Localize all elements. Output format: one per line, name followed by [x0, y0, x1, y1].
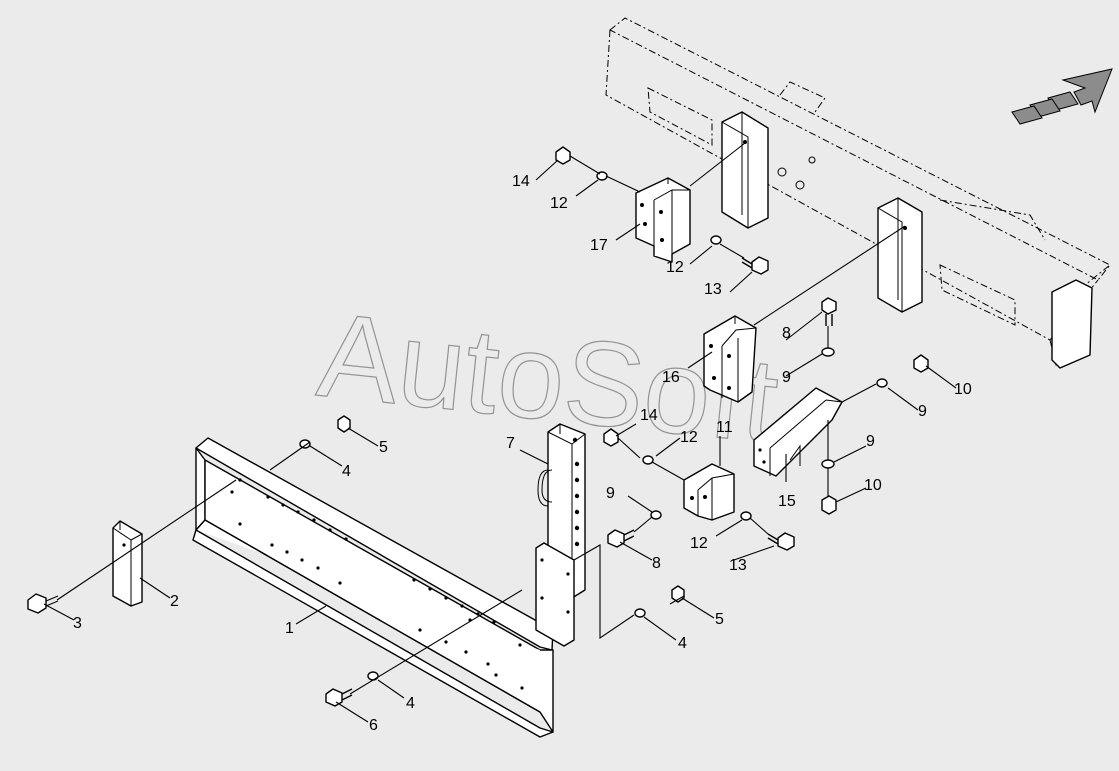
washer-4c [367, 671, 379, 681]
nut-14a [555, 146, 571, 165]
callout-10b: 10 [864, 477, 882, 494]
part-16-mid-bracket [703, 315, 757, 403]
callout-12d: 12 [690, 535, 708, 552]
callout-12a: 12 [550, 195, 568, 212]
callout-14a: 14 [512, 173, 530, 190]
washer-12c [642, 455, 654, 465]
callout-5b: 5 [715, 611, 724, 628]
callout-4c: 4 [406, 695, 415, 712]
callout-13a: 13 [704, 281, 722, 298]
part-7-vertical-post [535, 423, 586, 647]
bolt-8b [607, 529, 635, 548]
callout-9a: 9 [606, 485, 615, 502]
part-2-spacer-block [112, 520, 143, 607]
callout-leaders [43, 159, 957, 723]
nut-10a [913, 354, 929, 373]
callout-8b: 8 [652, 555, 661, 572]
washer-9a [650, 510, 662, 520]
callout-5a: 5 [379, 439, 388, 456]
callout-9c: 9 [918, 403, 927, 420]
callout-14b: 14 [640, 407, 658, 424]
part-15-gusset-bracket [753, 387, 843, 477]
bolt-8a [821, 297, 837, 326]
callout-12c: 12 [680, 429, 698, 446]
nut-10b [821, 495, 837, 515]
callout-3: 3 [73, 615, 82, 632]
callout-13b: 13 [729, 557, 747, 574]
callout-15: 15 [778, 493, 796, 510]
callout-10a: 10 [954, 381, 972, 398]
washer-9d [821, 459, 835, 469]
callout-2: 2 [170, 593, 179, 610]
callout-11: 11 [716, 419, 733, 436]
callout-1: 1 [285, 620, 294, 637]
callout-12b: 12 [666, 259, 684, 276]
part-1-channel-beam [192, 437, 554, 738]
callout-17: 17 [590, 237, 608, 254]
callout-4a: 4 [342, 463, 351, 480]
washer-12b [710, 235, 722, 245]
fasteners [299, 146, 929, 707]
callout-9b: 9 [782, 369, 791, 386]
direction-arrow-icon [1011, 68, 1113, 125]
bolt-6 [325, 688, 353, 707]
part-3-bolt [27, 593, 59, 614]
callout-7: 7 [506, 435, 515, 452]
callout-6: 6 [369, 717, 378, 734]
nut-14b [603, 428, 619, 447]
washer-9c [876, 378, 888, 388]
callout-labels: 1 2 3 4 4 4 5 5 6 7 8 8 9 9 9 9 10 10 11… [73, 173, 972, 734]
callout-9d: 9 [866, 433, 875, 450]
washer-12d [740, 511, 752, 521]
washer-4b [634, 608, 646, 618]
callout-16: 16 [662, 369, 680, 386]
callout-4b: 4 [678, 635, 687, 652]
washer-4a [299, 439, 311, 449]
part-17-upper-bracket [635, 177, 691, 263]
bolt-13a [741, 256, 769, 275]
callout-8a: 8 [782, 325, 791, 342]
nut-5a [337, 415, 351, 433]
washer-9b [821, 347, 835, 357]
assembly-center-lines [56, 142, 906, 695]
bolt-13b [767, 532, 795, 551]
part-11-small-bracket [683, 463, 735, 521]
rear-cross-member [605, 17, 1111, 369]
